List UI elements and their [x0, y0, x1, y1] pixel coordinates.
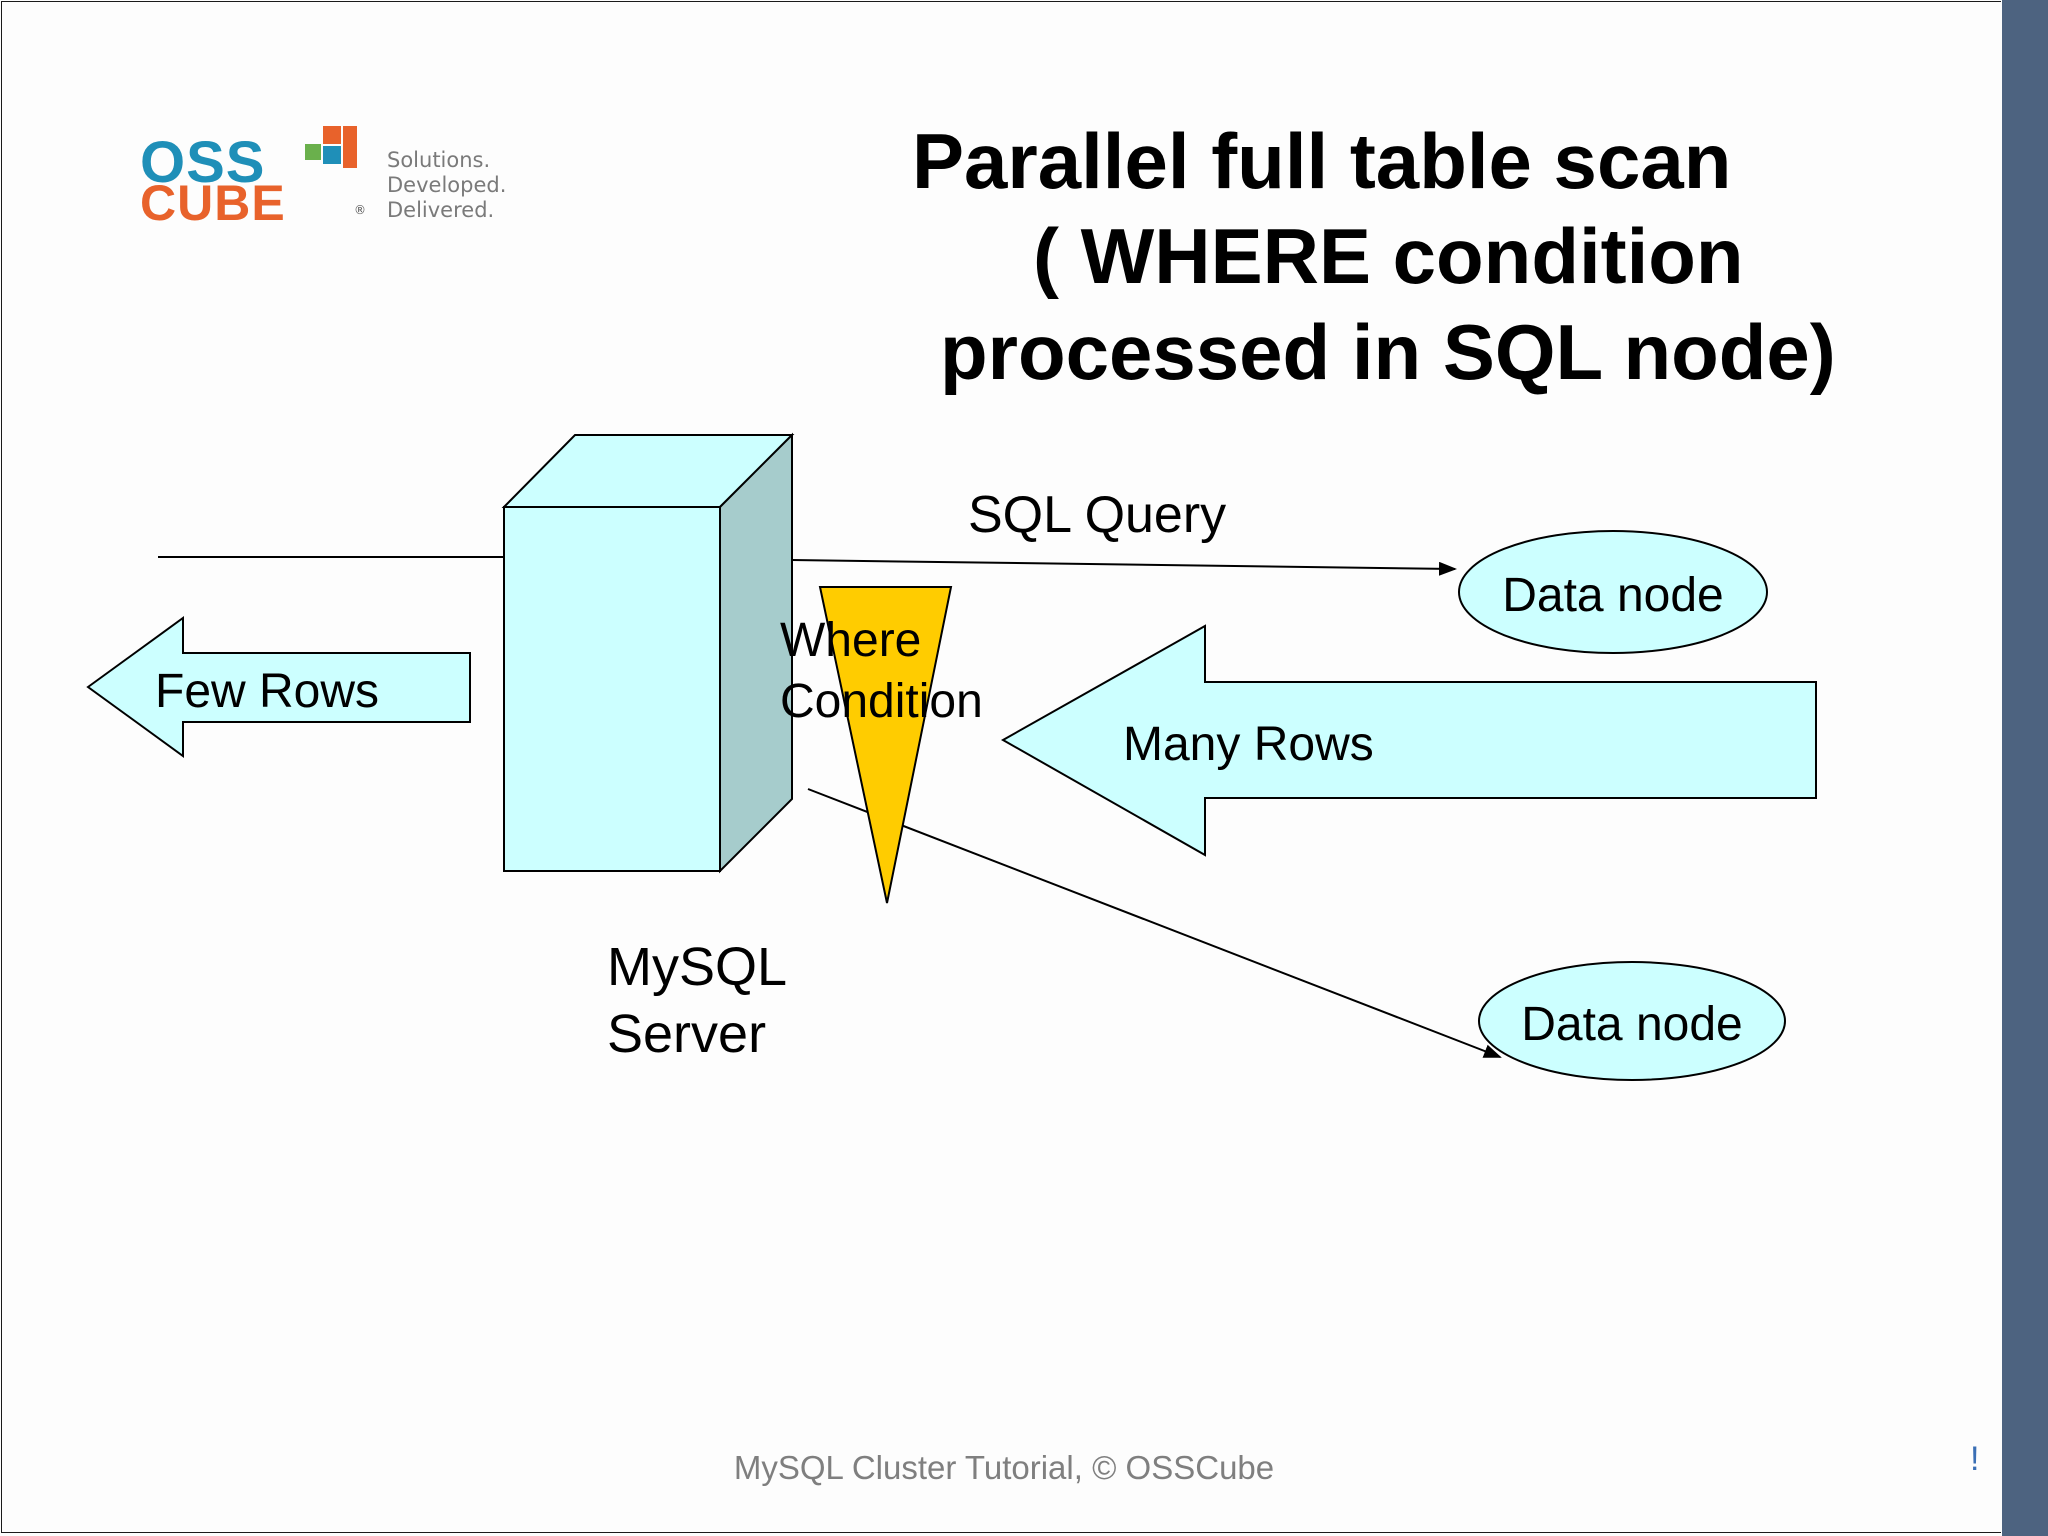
title-line-3: processed in SQL node)	[940, 308, 1836, 396]
lower-query-arrow	[807, 788, 1502, 1058]
logo-registered: ®	[354, 203, 366, 217]
data-node-2-label: Data node	[1521, 998, 1743, 1051]
logo-word-bottom: CUBE	[140, 175, 286, 231]
page-mark: !	[1970, 1440, 1980, 1478]
cube-front	[503, 506, 721, 872]
logo-square-blue	[323, 146, 341, 164]
mysql-server-cube	[501, 432, 795, 874]
server-label-line1: MySQL	[607, 937, 787, 997]
server-label-line2: Server	[607, 1004, 766, 1064]
logo-mark: OSS CUBE ®	[140, 126, 366, 231]
logo-square-green	[305, 144, 321, 160]
data-node-1-label: Data node	[1502, 569, 1724, 622]
data-node-2	[1478, 961, 1786, 1081]
many-rows-arrow	[1000, 624, 1817, 857]
logo-word-top: OSS	[140, 130, 266, 195]
slide-frame	[1, 1, 2001, 1533]
sql-query-arrow	[791, 559, 1457, 576]
where-label-line2: Condition	[780, 675, 983, 728]
slide-footer: MySQL Cluster Tutorial, © OSSCube	[0, 1449, 2048, 1487]
title-line-2: ( WHERE condition	[1033, 212, 1744, 300]
where-condition-triangle	[818, 586, 953, 904]
side-bar	[2002, 0, 2048, 1536]
footer-text: MySQL Cluster Tutorial, © OSSCube	[733, 1449, 1275, 1486]
few-rows-label: Few Rows	[155, 665, 379, 718]
data-node-1	[1458, 530, 1768, 654]
logo-bar-orange	[343, 126, 357, 168]
logo-square-orange	[323, 126, 341, 144]
where-label-line1: Where	[780, 614, 921, 667]
title-line-1: Parallel full table scan	[912, 117, 1732, 205]
few-rows-arrow	[86, 616, 471, 758]
logo-tagline: Solutions. Developed. Delivered.	[387, 148, 507, 222]
many-rows-label: Many Rows	[1123, 718, 1374, 771]
sql-query-label: SQL Query	[968, 486, 1226, 544]
